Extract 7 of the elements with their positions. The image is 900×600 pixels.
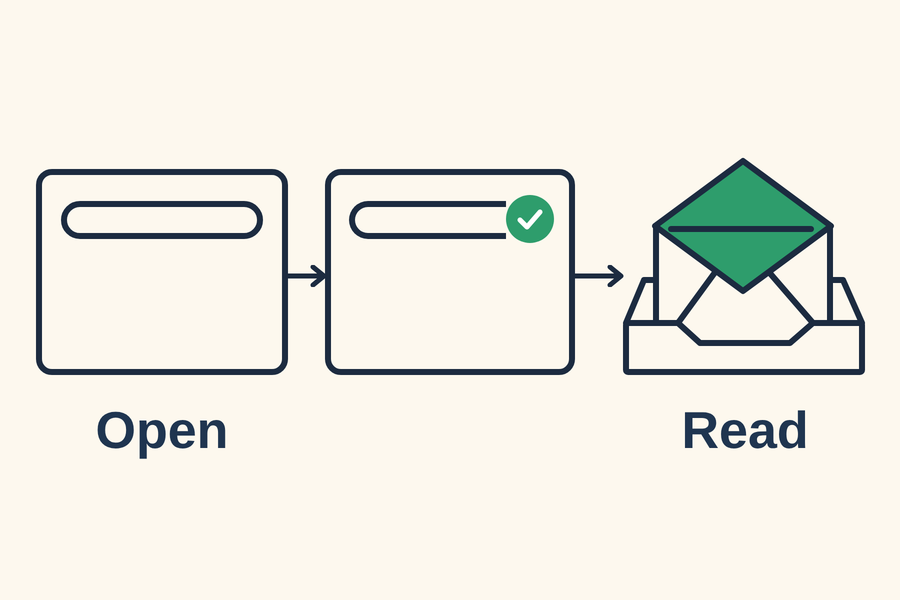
arrow — [575, 264, 624, 288]
step-label: Open — [96, 402, 228, 462]
envelope-in-tray-illustration — [622, 155, 868, 377]
window-panel — [325, 169, 575, 375]
step-label: Read — [682, 402, 809, 462]
arrow — [288, 264, 326, 288]
window-panel — [36, 169, 288, 375]
